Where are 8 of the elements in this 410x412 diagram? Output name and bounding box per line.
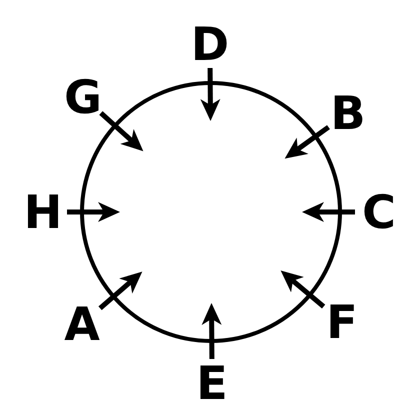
letter-label: D [190,21,230,67]
letter-label: A [64,301,100,347]
letter-label: H [24,189,62,235]
letter-label: C [362,189,396,235]
letter-label: E [196,360,228,406]
letter-label: F [326,299,358,345]
letter-label: G [64,74,102,120]
letter-label: B [330,90,366,136]
